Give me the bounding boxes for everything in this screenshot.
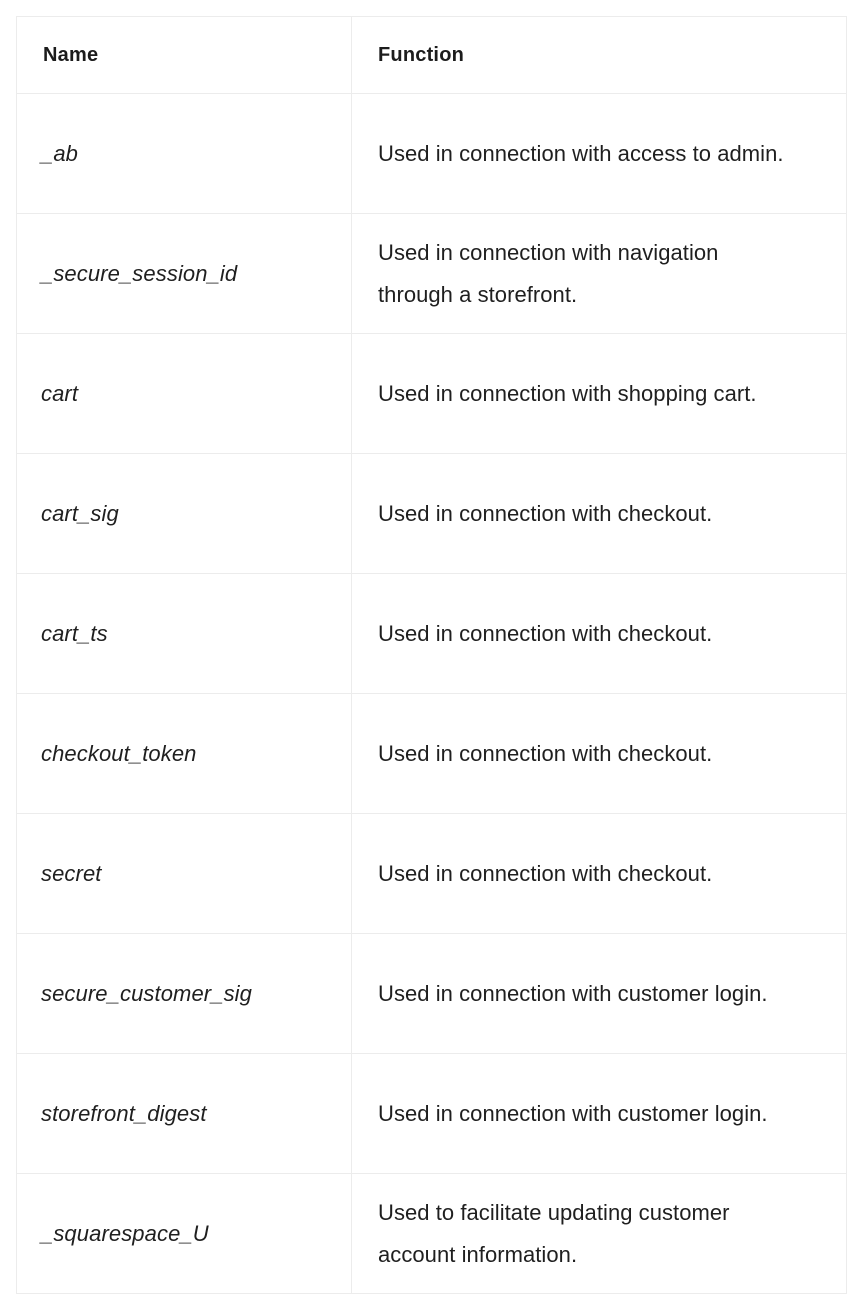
cell-cookie-function: Used in connection with checkout.: [351, 693, 847, 814]
column-header-name: Name: [16, 16, 352, 94]
table-row: storefront_digest Used in connection wit…: [16, 1053, 847, 1174]
cell-cookie-name: _ab: [16, 93, 352, 214]
cell-cookie-function: Used in connection with checkout.: [351, 573, 847, 694]
cell-cookie-name: secret: [16, 813, 352, 934]
cookie-function-text: Used in connection with navigation throu…: [378, 239, 719, 307]
cell-cookie-function: Used in connection with checkout.: [351, 453, 847, 574]
cell-cookie-function: Used in connection with shopping cart.: [351, 333, 847, 454]
table-row: cart_sig Used in connection with checkou…: [16, 453, 847, 574]
cookie-function-text: Used in connection with checkout.: [378, 740, 713, 766]
cell-cookie-name: secure_customer_sig: [16, 933, 352, 1054]
cookie-function-text: Used in connection with checkout.: [378, 860, 713, 886]
cell-cookie-name: _secure_session_id: [16, 213, 352, 334]
table-body: _ab Used in connection with access to ad…: [16, 93, 847, 1294]
table-header-row: Name Function: [16, 16, 847, 94]
cell-cookie-function: Used in connection with customer login.: [351, 933, 847, 1054]
table-row: _squarespace_U Used to facilitate updati…: [16, 1173, 847, 1294]
cell-cookie-function: Used in connection with access to admin.: [351, 93, 847, 214]
table-row: cart_ts Used in connection with checkout…: [16, 573, 847, 694]
table-row: secure_customer_sig Used in connection w…: [16, 933, 847, 1054]
cell-cookie-function: Used in connection with customer login.: [351, 1053, 847, 1174]
cookie-table: Name Function _ab Used in connection wit…: [16, 16, 847, 1294]
cell-cookie-name: storefront_digest: [16, 1053, 352, 1174]
cell-cookie-function: Used in connection with navigation throu…: [351, 213, 847, 334]
cookie-function-text: Used to facilitate updating customer acc…: [378, 1199, 730, 1267]
table-row: _secure_session_id Used in connection wi…: [16, 213, 847, 334]
cookie-function-text: Used in connection with checkout.: [378, 620, 713, 646]
table-row: checkout_token Used in connection with c…: [16, 693, 847, 814]
cell-cookie-name: checkout_token: [16, 693, 352, 814]
table-header: Name Function: [16, 16, 847, 94]
cell-cookie-name: cart_ts: [16, 573, 352, 694]
cookie-function-text: Used in connection with customer login.: [378, 980, 768, 1006]
cookie-function-text: Used in connection with access to admin.: [378, 140, 784, 166]
cell-cookie-function: Used in connection with checkout.: [351, 813, 847, 934]
column-header-function: Function: [351, 16, 847, 94]
table-row: cart Used in connection with shopping ca…: [16, 333, 847, 454]
cookie-function-text: Used in connection with checkout.: [378, 500, 713, 526]
cell-cookie-name: cart: [16, 333, 352, 454]
cell-cookie-name: _squarespace_U: [16, 1173, 352, 1294]
cell-cookie-name: cart_sig: [16, 453, 352, 574]
table-row: _ab Used in connection with access to ad…: [16, 93, 847, 214]
cookie-function-text: Used in connection with shopping cart.: [378, 380, 757, 406]
cookie-function-text: Used in connection with customer login.: [378, 1100, 768, 1126]
table-row: secret Used in connection with checkout.: [16, 813, 847, 934]
cell-cookie-function: Used to facilitate updating customer acc…: [351, 1173, 847, 1294]
